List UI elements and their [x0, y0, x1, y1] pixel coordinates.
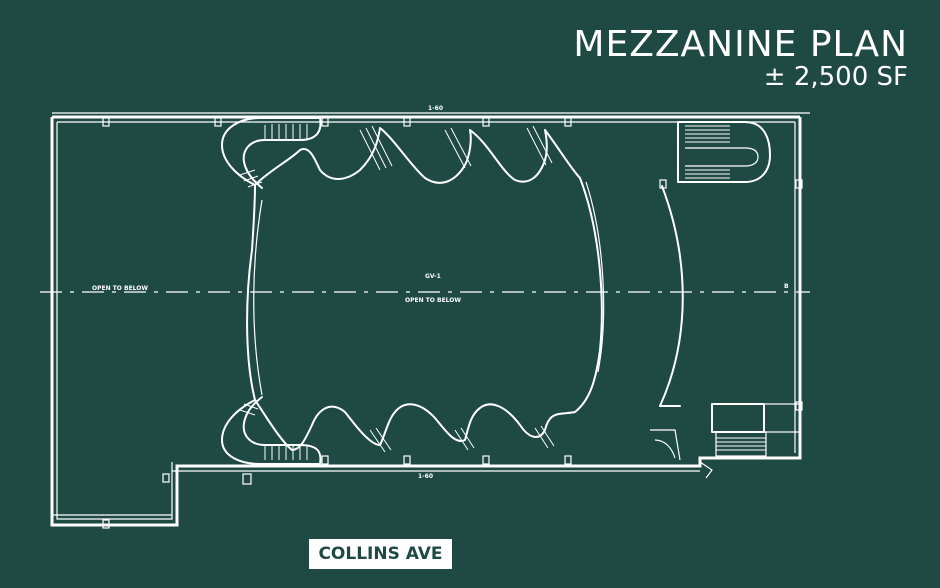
balcony-stairs [359, 125, 555, 453]
balcony-front-inner [253, 199, 263, 396]
label-room-tag: GV-1 [425, 273, 441, 280]
stair-bottom-left [221, 396, 322, 465]
stair-top-right-treads [685, 125, 730, 179]
stair-top-left-treads [239, 124, 308, 188]
stair-top-right [677, 121, 771, 183]
balcony-edge [246, 127, 603, 451]
label-right-tag: B [784, 283, 789, 290]
structural-columns [102, 117, 803, 529]
outer-wall-inner-line [56, 121, 796, 520]
bottom-right-rooms [650, 403, 801, 479]
balcony-rear-curve [585, 181, 605, 373]
label-open-to-below-left: OPEN TO BELOW [92, 285, 148, 292]
stair-bottom-left-treads [239, 403, 308, 460]
outer-wall [50, 115, 802, 527]
area-subtitle: ± 2,500 SF [763, 62, 908, 92]
rear-curved-wall [659, 185, 684, 407]
label-open-to-below-center: OPEN TO BELOW [405, 297, 461, 304]
label-top-dimension: 1-60 [428, 105, 443, 112]
page-title: MEZZANINE PLAN [573, 24, 908, 65]
stair-top-left [221, 117, 322, 189]
label-bottom-dimension: 1-60 [418, 473, 433, 480]
street-label: COLLINS AVE [309, 539, 452, 569]
